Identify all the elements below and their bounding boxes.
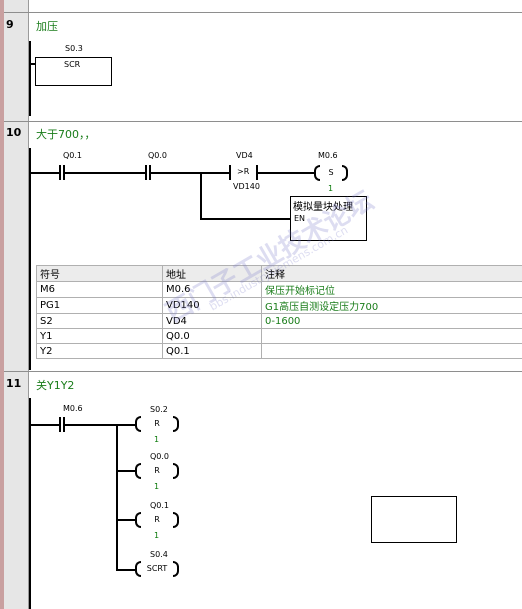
no-contact[interactable] bbox=[59, 165, 65, 180]
reset-coil[interactable]: R bbox=[135, 416, 179, 432]
block-title: 模拟量块处理 bbox=[293, 202, 353, 213]
power-rail bbox=[29, 41, 31, 116]
wire bbox=[116, 470, 135, 472]
network-number[interactable]: 9 bbox=[6, 18, 14, 31]
contact-address[interactable]: Q0.1 bbox=[63, 151, 83, 160]
coil-address[interactable]: Q0.1 bbox=[150, 501, 170, 510]
coil-count: 1 bbox=[154, 435, 160, 444]
symbol-table: 符号 地址 注释 M6 M0.6 保压开始标记位 PG1 VD140 G1高压自… bbox=[36, 265, 522, 359]
wire bbox=[65, 424, 135, 426]
comment-cell: G1高压自测设定压力700 bbox=[261, 297, 522, 314]
network-gutter bbox=[4, 0, 29, 609]
coil-count: 1 bbox=[154, 531, 160, 540]
network-title[interactable]: 关Y1Y2 bbox=[36, 379, 75, 392]
table-row[interactable]: PG1 VD140 G1高压自测设定压力700 bbox=[36, 297, 522, 314]
power-rail bbox=[29, 148, 31, 370]
scr-box[interactable]: SCR bbox=[35, 57, 112, 86]
coil-address[interactable]: S0.4 bbox=[150, 550, 168, 559]
table-header: 符号 地址 注释 bbox=[36, 265, 522, 282]
comment-cell: 保压开始标记位 bbox=[261, 281, 522, 298]
set-coil[interactable]: S bbox=[314, 165, 348, 181]
power-rail bbox=[29, 398, 31, 609]
contact-address[interactable]: M0.6 bbox=[63, 404, 83, 413]
symbol-cell: S2 bbox=[36, 313, 163, 329]
coil-op: S bbox=[328, 168, 334, 177]
coil-count: 1 bbox=[328, 184, 334, 193]
scrt-coil[interactable]: SCRT bbox=[135, 561, 179, 577]
coil-address[interactable]: Q0.0 bbox=[150, 452, 170, 461]
wire bbox=[116, 519, 135, 521]
network-number[interactable]: 11 bbox=[6, 377, 22, 390]
coil-op: R bbox=[154, 419, 160, 428]
coil-op: SCRT bbox=[146, 564, 168, 573]
wire bbox=[200, 218, 291, 220]
network-separator bbox=[4, 371, 522, 372]
wire bbox=[65, 172, 145, 174]
comment-cell bbox=[261, 328, 522, 344]
wire bbox=[116, 569, 135, 571]
wire bbox=[31, 172, 59, 174]
table-row[interactable]: S2 VD4 0-1600 bbox=[36, 313, 522, 329]
coil-op: R bbox=[154, 515, 160, 524]
symbol-cell: Y1 bbox=[36, 328, 163, 344]
symbol-cell: Y2 bbox=[36, 343, 163, 359]
network-title[interactable]: 大于700，， bbox=[36, 128, 96, 141]
wire bbox=[31, 424, 59, 426]
column-header: 注释 bbox=[261, 265, 522, 282]
coil-address[interactable]: S0.2 bbox=[150, 405, 168, 414]
block-en: EN bbox=[294, 214, 306, 223]
comment-cell bbox=[261, 343, 522, 359]
no-contact[interactable] bbox=[145, 165, 151, 180]
network-title[interactable]: 加压 bbox=[36, 20, 58, 33]
wire bbox=[151, 172, 229, 174]
reset-coil[interactable]: R bbox=[135, 463, 179, 479]
network-number[interactable]: 10 bbox=[6, 126, 22, 139]
symbol-cell: PG1 bbox=[36, 297, 163, 314]
coil-count: 1 bbox=[154, 482, 160, 491]
wire bbox=[200, 172, 202, 219]
network-separator bbox=[4, 121, 522, 122]
table-row[interactable]: Y1 Q0.0 bbox=[36, 328, 522, 344]
wire bbox=[258, 172, 314, 174]
network-separator bbox=[4, 12, 522, 13]
reset-coil[interactable]: R bbox=[135, 512, 179, 528]
left-stripe bbox=[0, 0, 4, 609]
contact-address[interactable]: Q0.0 bbox=[148, 151, 168, 160]
no-contact[interactable] bbox=[59, 417, 65, 432]
scr-address[interactable]: S0.3 bbox=[65, 44, 83, 53]
coil-address[interactable]: M0.6 bbox=[318, 151, 338, 160]
comment-cell: 0-1600 bbox=[261, 313, 522, 329]
column-header: 地址 bbox=[162, 265, 262, 282]
column-header: 符号 bbox=[36, 265, 163, 282]
symbol-cell: M6 bbox=[36, 281, 163, 298]
empty-box bbox=[371, 496, 457, 543]
compare-operand2[interactable]: VD140 bbox=[233, 182, 260, 191]
scr-label: SCR bbox=[64, 60, 81, 69]
function-block[interactable]: 模拟量块处理 EN bbox=[290, 196, 367, 241]
table-row[interactable]: M6 M0.6 保压开始标记位 bbox=[36, 281, 522, 298]
wire bbox=[116, 424, 118, 570]
compare-operator: >R bbox=[237, 167, 250, 176]
compare-operand1[interactable]: VD4 bbox=[236, 151, 253, 160]
address-cell: Q0.0 bbox=[162, 328, 262, 344]
address-cell: Q0.1 bbox=[162, 343, 262, 359]
compare-contact[interactable]: >R bbox=[229, 165, 258, 180]
coil-op: R bbox=[154, 466, 160, 475]
table-row[interactable]: Y2 Q0.1 bbox=[36, 343, 522, 359]
wire bbox=[31, 63, 36, 65]
